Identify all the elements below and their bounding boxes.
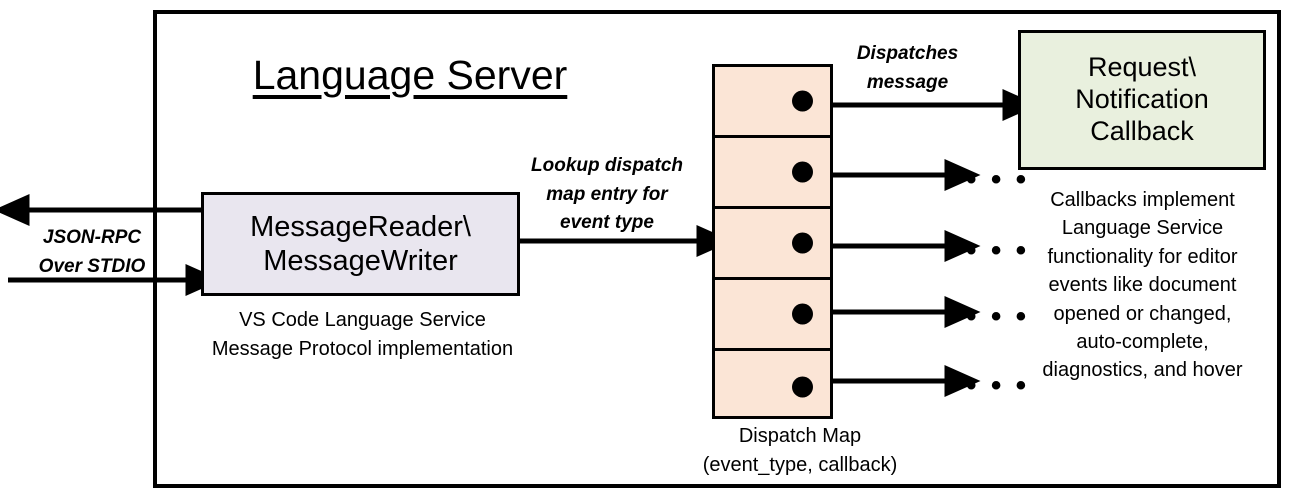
callback-caption-line1: Callbacks implement [1050, 189, 1235, 211]
lookup-arrow-label: Lookup dispatch map entry for event type [512, 152, 702, 238]
callback-caption-line7: diagnostics, and hover [1042, 359, 1243, 382]
dispatch-map-row-2[interactable] [715, 138, 830, 209]
ellipsis-row-2: • • • [966, 163, 1030, 196]
message-reader-caption-line1: VS Code Language Service [239, 309, 486, 331]
message-reader-writer-caption: VS Code Language Service Message Protoco… [190, 306, 535, 364]
dispatch-map-row-1[interactable] [715, 67, 830, 138]
ellipsis-row-3: • • • [966, 234, 1030, 267]
transport-label-line2: Over STDIO [38, 255, 146, 277]
page-title: Language Server [252, 52, 568, 98]
callback-label-line3: Callback [1090, 115, 1194, 146]
callback-caption-line5: opened or changed, [1053, 302, 1232, 325]
dispatch-label-line1: Dispatches [856, 43, 959, 64]
ellipsis-row-4: • • • [966, 300, 1030, 333]
request-notification-callback-box[interactable]: Request\ Notification Callback [1018, 30, 1266, 170]
dispatch-map-row-4[interactable] [715, 280, 830, 351]
dispatch-entry-dot [792, 303, 813, 325]
lookup-label-line3: event type [560, 212, 654, 233]
dispatch-map-table[interactable] [712, 64, 833, 419]
callback-caption-line3: functionality for editor [1047, 245, 1238, 268]
dispatch-arrow-label: Dispatches message [835, 40, 980, 97]
dispatch-map-row-5[interactable] [715, 351, 830, 422]
message-writer-label: MessageWriter [263, 245, 458, 277]
message-reader-writer-box[interactable]: MessageReader\ MessageWriter [201, 192, 520, 296]
message-reader-label: MessageReader\ [250, 210, 471, 243]
ellipsis-row-5: • • • [966, 369, 1030, 402]
callback-caption-line4: events like document [1048, 274, 1237, 297]
callback-caption: Callbacks implement Language Service fun… [1000, 186, 1285, 385]
dispatch-label-line2: message [866, 71, 949, 93]
dispatch-map-caption: Dispatch Map (event_type, callback) [650, 422, 950, 480]
dispatch-caption-line1: Dispatch Map [738, 425, 862, 447]
transport-label: JSON-RPC Over STDIO [22, 224, 162, 281]
lookup-label-line2: map entry for [546, 183, 668, 205]
callback-label-line1: Request\ [1087, 52, 1197, 83]
dispatch-entry-dot [792, 161, 813, 183]
dispatch-caption-line2: (event_type, callback) [702, 454, 898, 476]
dispatch-entry-dot [792, 376, 813, 397]
callback-caption-line6: auto-complete, [1076, 330, 1209, 353]
callback-label-line2: Notification [1075, 84, 1209, 115]
lookup-label-line1: Lookup dispatch [531, 155, 683, 176]
dispatch-entry-dot [792, 232, 813, 254]
message-reader-caption-line2: Message Protocol implementation [211, 338, 514, 360]
dispatch-entry-dot [792, 90, 813, 112]
language-server-container [153, 10, 1281, 488]
callback-caption-line2: Language Service [1061, 217, 1224, 240]
dispatch-map-row-3[interactable] [715, 209, 830, 280]
transport-label-line1: JSON-RPC [42, 227, 142, 248]
